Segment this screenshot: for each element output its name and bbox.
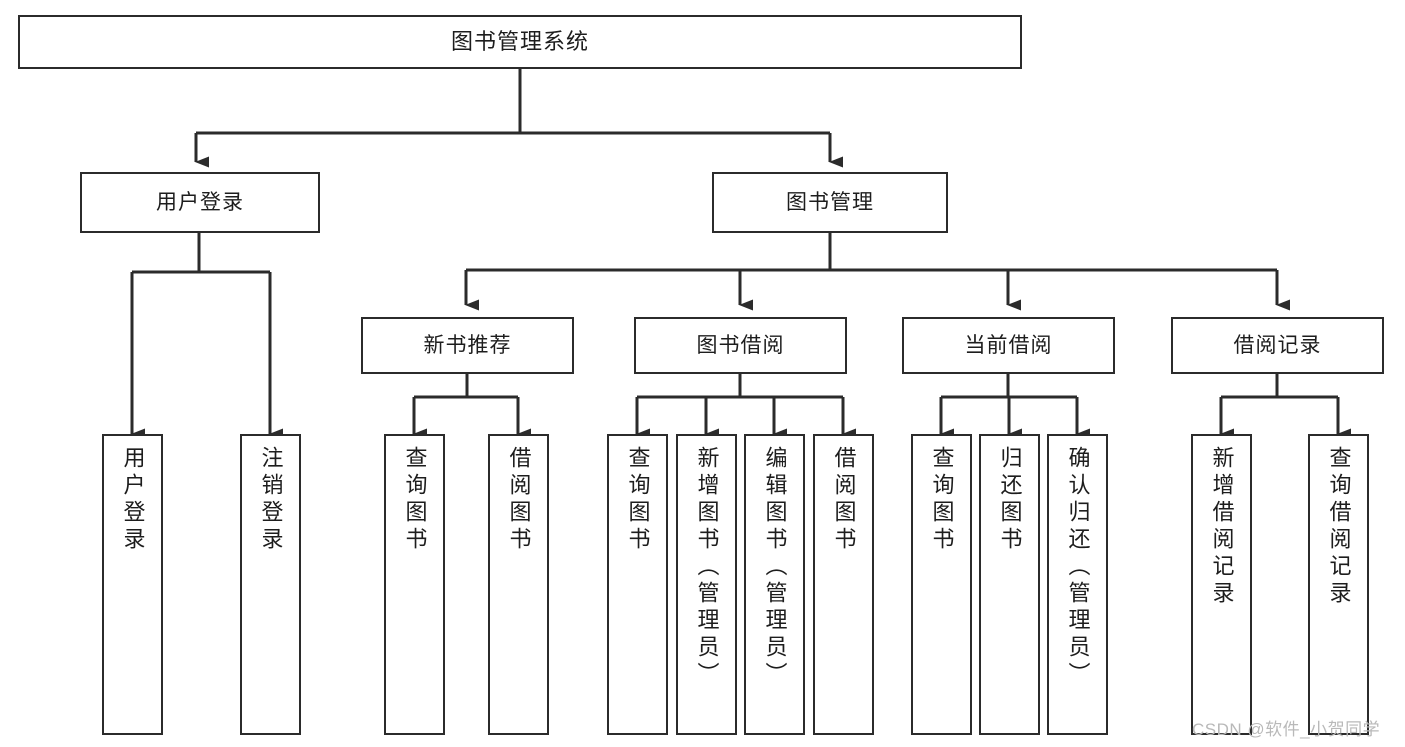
node-label: 借阅图书 — [831, 446, 857, 554]
node-label: 当前借阅 — [964, 333, 1053, 357]
leaf-query-borrow-record[interactable]: 查询借阅记录 — [1308, 434, 1369, 735]
node-label: 图书管理 — [786, 190, 874, 214]
node-new-book-recommend[interactable]: 新书推荐 — [361, 317, 574, 374]
leaf-borrow-book[interactable]: 借阅图书 — [813, 434, 874, 735]
leaf-query-book-borrow[interactable]: 查询图书 — [607, 434, 668, 735]
leaf-add-book[interactable]: 新增图书（管理员） — [676, 434, 737, 735]
leaf-confirm-return[interactable]: 确认归还（管理员） — [1047, 434, 1108, 735]
leaf-edit-book[interactable]: 编辑图书（管理员） — [744, 434, 805, 735]
node-label: 图书借阅 — [696, 333, 785, 357]
leaf-query-book-recommend[interactable]: 查询图书 — [384, 434, 445, 735]
node-label: 新书推荐 — [423, 333, 512, 357]
leaf-query-book-current[interactable]: 查询图书 — [911, 434, 972, 735]
leaf-add-borrow-record[interactable]: 新增借阅记录 — [1191, 434, 1252, 735]
node-label: 借阅图书 — [506, 446, 532, 554]
node-label: 归还图书 — [997, 446, 1023, 554]
node-label: 查询图书 — [402, 446, 428, 554]
node-current-borrow[interactable]: 当前借阅 — [902, 317, 1115, 374]
node-label: 查询图书 — [625, 446, 651, 554]
node-label: 新增图书（管理员） — [694, 446, 720, 689]
watermark: CSDN @软件_小贺同学 — [1192, 720, 1381, 739]
node-label: 查询图书 — [929, 446, 955, 554]
node-root-system[interactable]: 图书管理系统 — [18, 15, 1022, 69]
leaf-logout-login[interactable]: 注销登录 — [240, 434, 301, 735]
leaf-user-login[interactable]: 用户登录 — [102, 434, 163, 735]
leaf-return-book[interactable]: 归还图书 — [979, 434, 1040, 735]
node-label: 用户登录 — [156, 190, 244, 214]
node-label: 确认归还（管理员） — [1065, 446, 1091, 689]
node-borrow-record[interactable]: 借阅记录 — [1171, 317, 1384, 374]
node-label: 注销登录 — [258, 446, 284, 554]
node-user-login[interactable]: 用户登录 — [80, 172, 320, 233]
node-label: 用户登录 — [120, 446, 146, 554]
node-book-borrow[interactable]: 图书借阅 — [634, 317, 847, 374]
node-book-management[interactable]: 图书管理 — [712, 172, 948, 233]
node-label: 借阅记录 — [1233, 333, 1322, 357]
node-label: 新增借阅记录 — [1209, 446, 1235, 608]
node-label: 查询借阅记录 — [1326, 446, 1352, 608]
node-label: 图书管理系统 — [450, 28, 589, 54]
node-label: 编辑图书（管理员） — [762, 446, 788, 689]
leaf-borrow-book-recommend[interactable]: 借阅图书 — [488, 434, 549, 735]
